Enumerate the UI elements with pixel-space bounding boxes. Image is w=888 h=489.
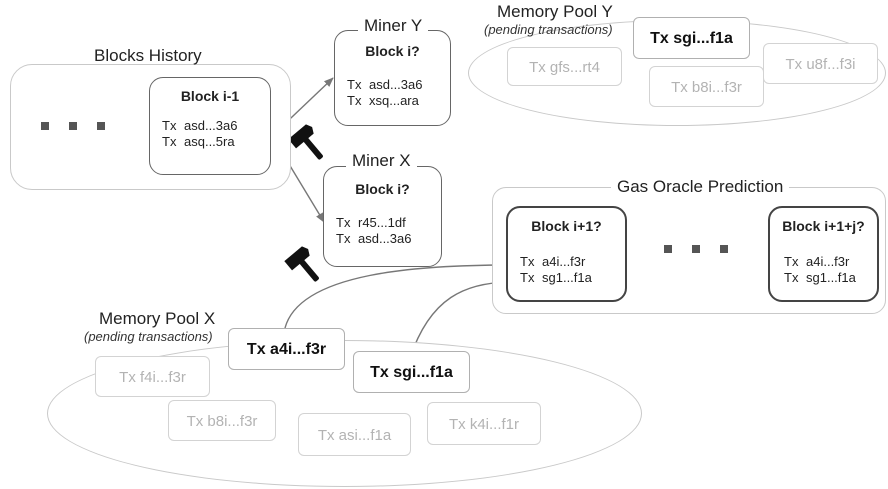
memory-pool-x-title: Memory Pool X — [99, 309, 216, 328]
block-name: Block i? — [355, 181, 410, 197]
block-name: Block i+1+j? — [782, 218, 865, 234]
tx-pill: Tx gfs...rt4 — [507, 47, 622, 86]
tx-pill: Tx f4i...f3r — [95, 356, 210, 397]
tx-pill-highlight: Tx a4i...f3r — [228, 328, 345, 370]
memory-pool-y-subtitle: (pending transactions) — [484, 22, 613, 37]
ellipsis-icon — [41, 122, 105, 130]
ellipsis-icon — [664, 245, 728, 253]
block-name: Block i-1 — [180, 88, 240, 104]
tx-pill: Tx asi...f1a — [298, 413, 411, 456]
tx-pill: Tx b8i...f3r — [168, 400, 276, 441]
tx-pill: Tx b8i...f3r — [649, 66, 764, 107]
block-name: Block i? — [365, 43, 420, 59]
tx-pill: Tx u8f...f3i — [763, 43, 878, 84]
tx-pill: Tx k4i...f1r — [427, 402, 541, 445]
memory-pool-y-title: Memory Pool Y — [497, 2, 613, 21]
tx-pill-highlight: Tx sgi...f1a — [633, 17, 750, 59]
block-name: Block i+1? — [531, 218, 602, 234]
tx-pill-highlight: Tx sgi...f1a — [353, 351, 470, 393]
blocks-history-title: Blocks History — [94, 46, 202, 65]
hammer-icon — [288, 124, 323, 160]
memory-pool-x-subtitle: (pending transactions) — [84, 329, 213, 344]
miner-y-title: Miner Y — [358, 16, 429, 36]
hammer-icon — [284, 246, 319, 282]
gas-oracle-title: Gas Oracle Prediction — [611, 177, 790, 197]
miner-x-title: Miner X — [346, 151, 417, 171]
arrow-tx-a4i-to-oracle — [284, 261, 513, 329]
